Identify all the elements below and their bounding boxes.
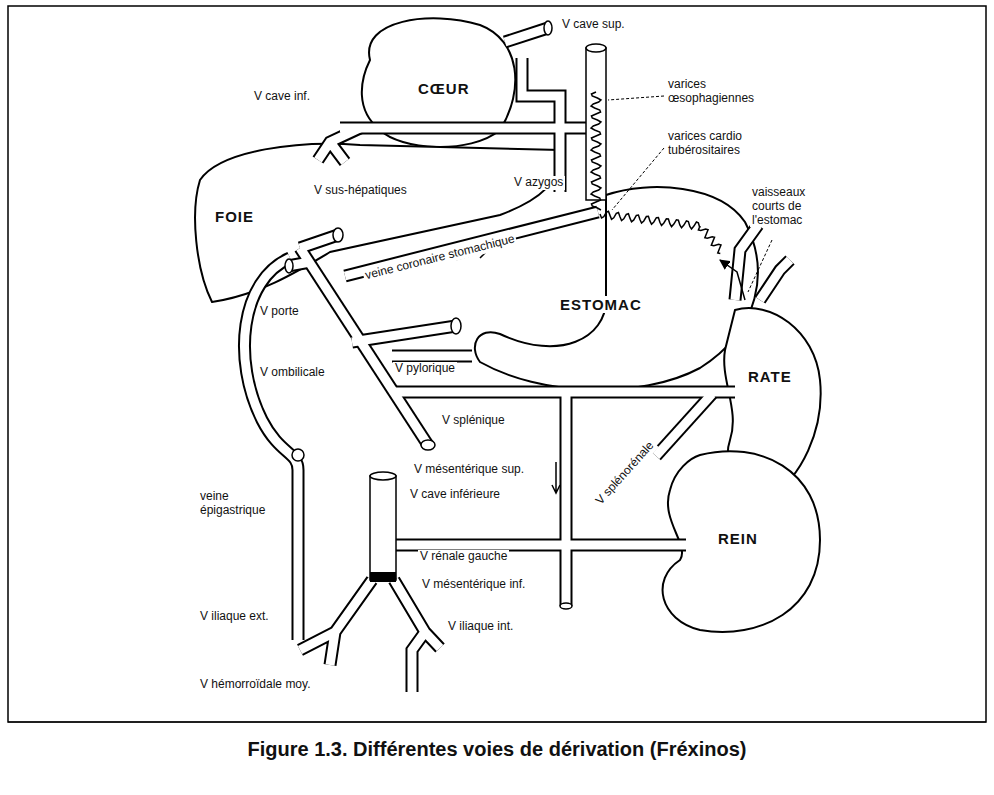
vessel-label: V cave inférieure [408,488,502,502]
vessel-label: V mésentérique inf. [420,578,549,592]
vessel-label: V ombilicale [258,366,327,380]
vessel-label: V rénale gauche [418,550,509,564]
organ-name: REIN [716,530,760,547]
organ-name: RATE [746,368,794,385]
vessel-label: V azygos [512,176,565,190]
organ-region: REIN [680,480,810,610]
organ-name: FOIE [213,208,256,225]
organ-region: CŒUR [360,20,520,145]
vessel-label: varices œsophagiennes [666,78,765,106]
organ-name: CŒUR [416,80,472,97]
organ-region: RATE [726,300,821,495]
vessel-label: V pylorique [393,362,457,376]
short-gastric-vessels [720,260,745,300]
vessel-label: V iliaque int. [446,620,515,634]
vessel-label: V sus-hépatiques [312,184,409,198]
organ-region: ESTOMAC [540,230,720,330]
vessel-label: V splénorénale [592,438,659,510]
vessel-label: veine épigastrique [198,490,282,518]
organ-region: FOIE [195,150,345,290]
vessel-label: vaisseaux courts de l'estomac [750,186,826,227]
vessel-label: V mésentérique sup. [412,463,526,477]
organ-name: ESTOMAC [558,296,644,313]
vessel-label: V cave inf. [252,90,312,104]
vessel-label: varices cardio tubérositaires [666,130,770,158]
vessel-label: V porte [258,305,301,319]
vessel-label: V cave sup. [560,18,627,32]
figure-caption: Figure 1.3. Différentes voies de dérivat… [0,738,994,761]
vessel-label: V splénique [440,414,507,428]
vessel-label: V iliaque ext. [198,610,271,624]
vessel-label: V hémorroïdale moy. [198,678,313,692]
